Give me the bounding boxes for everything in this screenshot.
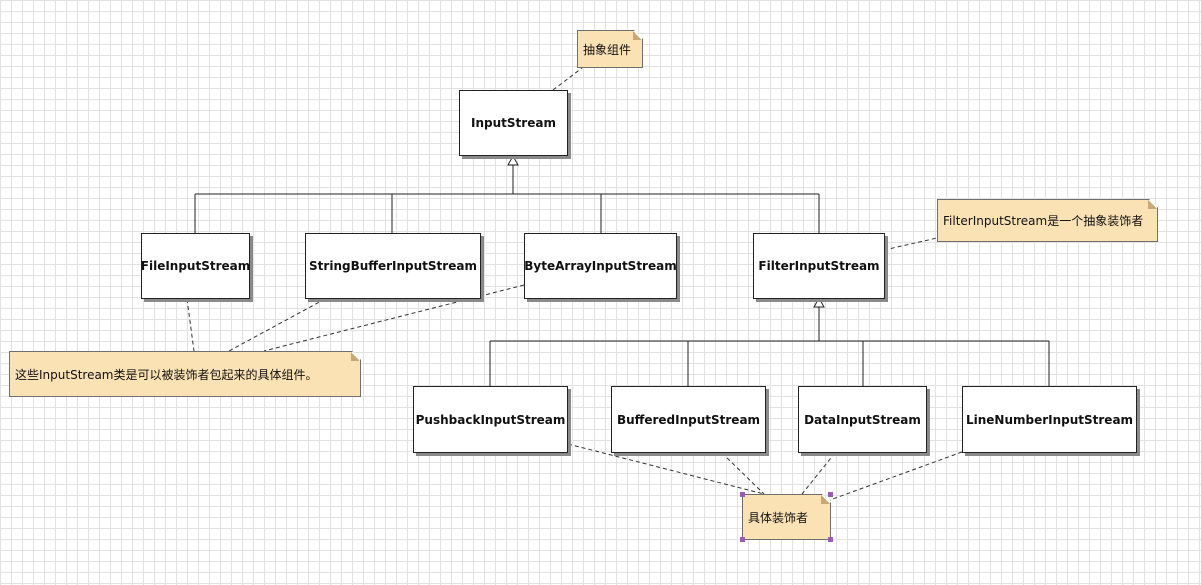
note-link-pushbackinputstream — [567, 443, 765, 495]
inheritance-bus-top — [194, 165, 820, 233]
note-text: 这些InputStream类是可以被装饰者包起来的具体组件。 — [15, 367, 318, 382]
class-name: FilterInputStream — [758, 259, 880, 273]
class-stringbufferinputstream[interactable]: StringBufferInputStream — [305, 233, 481, 299]
note-link-stringbufferinputstream — [228, 298, 326, 352]
class-bufferedinputstream[interactable]: BufferedInputStream — [611, 386, 766, 453]
class-name: StringBufferInputStream — [309, 259, 477, 273]
class-datainputstream[interactable]: DataInputStream — [798, 386, 927, 453]
class-fileinputstream[interactable]: FileInputStream — [141, 233, 250, 299]
selection-handle-icon[interactable] — [828, 537, 833, 542]
class-name: FileInputStream — [140, 259, 251, 273]
note-link-bufferedinputstream — [721, 452, 765, 495]
note-link-fileinputstream — [186, 298, 195, 352]
note-concrete-decorators[interactable]: 具体装饰者 — [742, 494, 831, 540]
note-fold-icon — [821, 495, 830, 504]
selection-handle-icon[interactable] — [740, 492, 745, 497]
selection-handle-icon[interactable] — [828, 492, 833, 497]
note-abstract-decorator[interactable]: FilterInputStream是一个抽象装饰者 — [937, 199, 1158, 242]
class-name: InputStream — [471, 116, 556, 130]
class-pushbackinputstream[interactable]: PushbackInputStream — [413, 386, 568, 453]
note-text: FilterInputStream是一个抽象装饰者 — [943, 214, 1144, 228]
note-fold-icon — [1148, 200, 1157, 209]
note-fold-icon — [351, 352, 360, 361]
note-concrete-components[interactable]: 这些InputStream类是可以被装饰者包起来的具体组件。 — [9, 351, 361, 397]
note-abstract-component[interactable]: 抽象组件 — [577, 30, 643, 68]
note-link-abstract-component — [552, 67, 583, 91]
class-inputstream[interactable]: InputStream — [459, 90, 568, 156]
note-link-datainputstream — [801, 452, 836, 495]
class-bytearrayinputstream[interactable]: ByteArrayInputStream — [524, 233, 677, 299]
class-name: DataInputStream — [804, 412, 921, 427]
note-link-linenumberinputstream — [829, 451, 963, 501]
class-name: PushbackInputStream — [415, 412, 566, 427]
inheritance-bus-bottom — [489, 307, 1050, 386]
selection-handle-icon[interactable] — [740, 537, 745, 542]
class-name: BufferedInputStream — [616, 412, 761, 427]
class-filterinputstream[interactable]: FilterInputStream — [753, 233, 885, 299]
class-name: ByteArrayInputStream — [524, 259, 677, 273]
class-linenumberinputstream[interactable]: LineNumberInputStream — [962, 386, 1137, 453]
generalization-arrow-inputstream — [507, 154, 519, 166]
note-text: 具体装饰者 — [748, 510, 809, 525]
note-text: 抽象组件 — [583, 42, 632, 57]
note-fold-icon — [633, 31, 642, 40]
class-name: LineNumberInputStream — [965, 412, 1134, 427]
generalization-arrow-filterinputstream — [813, 296, 825, 308]
note-link-abstract-decorator — [883, 237, 938, 251]
